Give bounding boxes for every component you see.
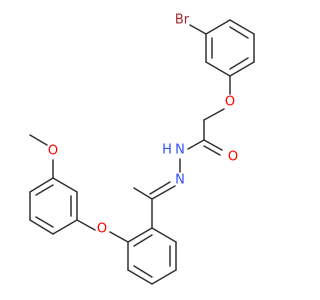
carbonyl-oxygen-label: O xyxy=(228,150,238,165)
methoxy-oxygen-label: O xyxy=(48,144,58,159)
methoxy-group xyxy=(29,134,54,179)
molecule-canvas: Br O O N H N O O xyxy=(29,13,255,285)
hydrazone-linkage xyxy=(133,158,181,200)
phenoxy-oxygen-label: O xyxy=(225,95,235,110)
benzyl-ether-linker xyxy=(76,219,129,243)
imine-nitrogen-label: N xyxy=(175,173,185,188)
amide-hydrogen-label: H xyxy=(162,143,172,158)
ether-oxygen-label: O xyxy=(97,222,107,237)
bromophenyl-ring xyxy=(205,19,255,77)
amide-group xyxy=(187,139,223,156)
benzylidene-ring xyxy=(127,198,177,285)
bromo-bond xyxy=(189,24,207,35)
methoxyphenyl-ring xyxy=(29,177,78,235)
amide-nitrogen-label: N xyxy=(175,143,185,158)
bromine-atom-label: Br xyxy=(175,13,190,28)
structure-drawing: Br O O N H N O O xyxy=(29,13,255,285)
phenoxy-linker xyxy=(203,75,231,141)
